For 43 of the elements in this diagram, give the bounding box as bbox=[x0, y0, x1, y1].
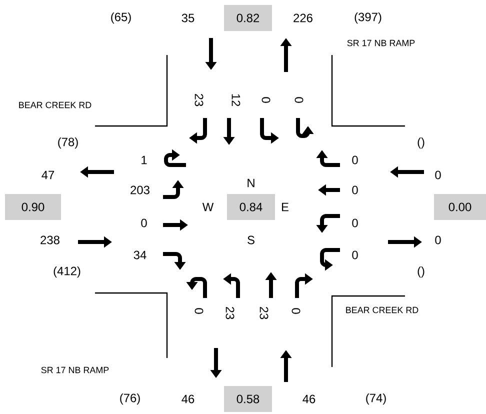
volume-label: 47 bbox=[42, 170, 54, 180]
volume-label: 0 bbox=[352, 218, 358, 228]
volume-label: 1 bbox=[142, 156, 147, 164]
volume-label: (76) bbox=[120, 393, 140, 405]
volume-label: 12 bbox=[232, 94, 240, 106]
volume-label: 46 bbox=[302, 394, 316, 404]
volume-label: () bbox=[418, 137, 424, 149]
volume-label: 226 bbox=[294, 14, 312, 22]
volume-label: 0 bbox=[435, 170, 441, 180]
street-name: SR 17 NB RAMP bbox=[347, 40, 415, 46]
volume-label: 0 bbox=[294, 97, 304, 103]
volume-label: W bbox=[202, 202, 214, 212]
volume-label: 23 bbox=[226, 306, 234, 320]
volume-label: 238 bbox=[40, 236, 60, 244]
ratio-box: 0.90 bbox=[5, 194, 61, 220]
street-name: BEAR CREEK RD bbox=[19, 102, 92, 108]
volume-label: 203 bbox=[130, 186, 150, 194]
volume-label: (78) bbox=[58, 137, 78, 149]
street-name: SR 17 NB RAMP bbox=[41, 366, 109, 374]
volume-label: 0 bbox=[141, 218, 147, 228]
volume-label: 23 bbox=[194, 94, 204, 106]
volume-label: 0 bbox=[262, 97, 270, 103]
volume-label: 23 bbox=[260, 306, 268, 320]
volume-label: () bbox=[418, 266, 424, 278]
volume-label: 46 bbox=[182, 394, 194, 404]
volume-label: 0 bbox=[352, 250, 358, 260]
volume-label: (397) bbox=[354, 12, 382, 24]
ratio-box: 0.58 bbox=[224, 386, 272, 412]
volume-label: 34 bbox=[134, 250, 146, 260]
volume-label: 35 bbox=[182, 14, 194, 22]
volume-label: (65) bbox=[111, 12, 131, 24]
volume-label: 0 bbox=[352, 156, 358, 164]
street-name: BEAR CREEK RD bbox=[346, 306, 418, 314]
volume-label: (74) bbox=[366, 393, 386, 405]
volume-label: 0 bbox=[352, 186, 358, 194]
ratio-box: 0.00 bbox=[434, 194, 486, 220]
ratio-box: 0.82 bbox=[224, 5, 272, 31]
volume-label: 0 bbox=[194, 308, 204, 314]
volume-label: 0 bbox=[292, 308, 300, 314]
volume-label: S bbox=[248, 236, 254, 244]
volume-label: 0 bbox=[435, 236, 441, 244]
volume-label: (412) bbox=[54, 266, 80, 278]
ratio-box: 0.84 bbox=[227, 194, 275, 220]
